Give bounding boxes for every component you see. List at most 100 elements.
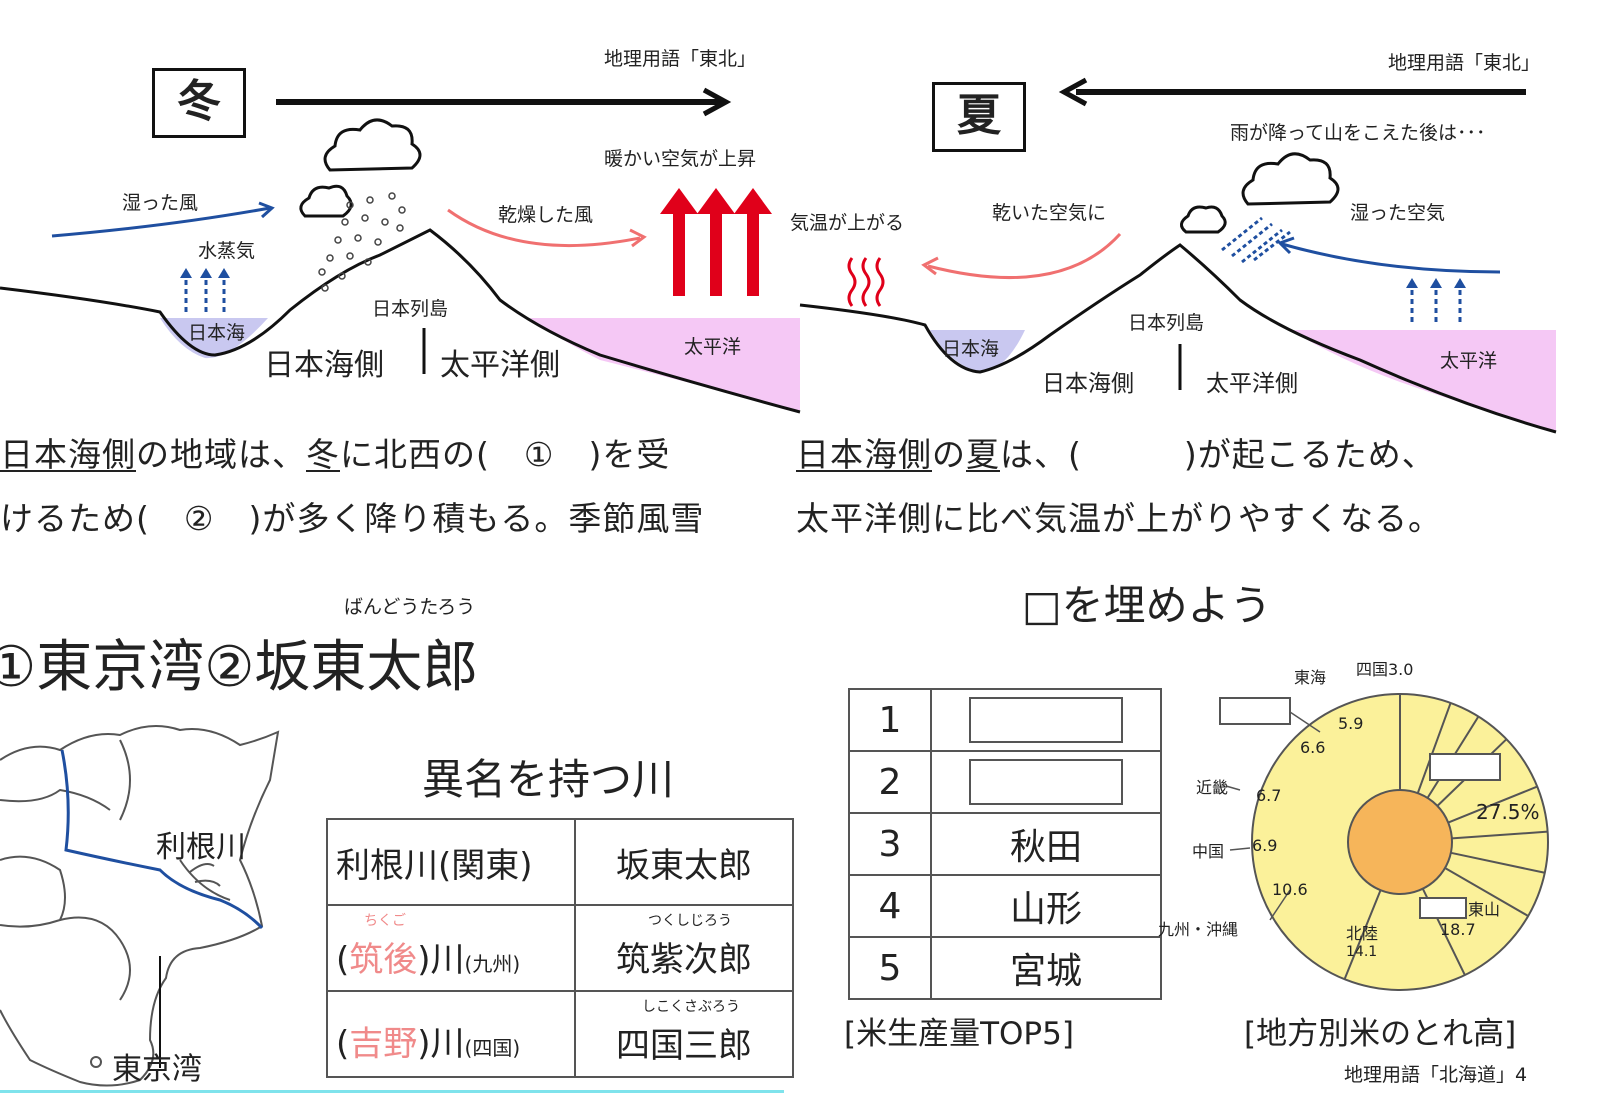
pie-spoke [1451, 830, 1548, 840]
pacific-label: 太平洋 [684, 336, 742, 358]
winter-diagram [0, 87, 801, 414]
rank-cell: 1 [848, 688, 932, 752]
rivers-table-title: 異名を持つ川 [422, 755, 675, 804]
alias-cell: しこくさぶろう 四国三郎 [574, 990, 794, 1078]
footer-label: 地理用語「北海道」4 [1344, 1064, 1528, 1086]
pie-spoke [1343, 889, 1382, 980]
pref-cell: 山形 [930, 874, 1162, 938]
sea-of-japan-label: 日本海 [188, 322, 246, 344]
text-segment: に北西の( ① )を受 [340, 435, 671, 474]
table-row: 1 [848, 688, 1162, 752]
alias-ruby: つくしじろう [648, 913, 732, 929]
answer-blank[interactable] [969, 697, 1123, 743]
pie-value: 6.6 [1300, 738, 1326, 757]
pref-cell: 宮城 [930, 936, 1162, 1000]
pie-value: 18.7 [1440, 920, 1476, 939]
pie-value: 10.6 [1272, 880, 1308, 899]
pref-cell [930, 688, 1162, 752]
divider-line [0, 1090, 784, 1093]
underlined-term: 日本海側 [796, 435, 932, 474]
direction-label: 地理用語「東北」 [604, 48, 757, 70]
river-name: (吉野)川(四国) [336, 1023, 521, 1064]
underlined-season: 夏 [966, 435, 1000, 474]
kanto-map [0, 725, 280, 1087]
rice-heading: □を埋めよう [1022, 581, 1272, 630]
rice-pie-chart [1219, 693, 1549, 991]
answer-blank[interactable] [969, 759, 1123, 805]
summer-diagram [799, 77, 1557, 434]
river-cell: (吉野)川(四国) [326, 990, 576, 1078]
pacific-label: 太平洋 [1440, 350, 1498, 372]
summer-text-line2: 太平洋側に比べ気温が上がりやすくなる。 [796, 499, 1442, 538]
side-japan-label: 日本海側 [1042, 371, 1134, 397]
pie-value-tohoku: 27.5% [1476, 800, 1540, 824]
season-box-summer: 夏 [932, 82, 1026, 152]
rank-cell: 4 [848, 874, 932, 938]
top5-caption: [米生産量TOP5] [844, 1016, 1074, 1052]
alias-cell: 坂東太郎 [574, 818, 794, 906]
pie-label-tokai: 東海 [1294, 668, 1327, 687]
pie-label-chugoku: 中国 [1192, 842, 1225, 861]
rank-cell: 3 [848, 812, 932, 876]
text-segment: の地域は、 [136, 435, 306, 474]
tone-river-label: 利根川 [156, 830, 246, 865]
pie-value: 6.7 [1256, 786, 1282, 805]
tokyo-bay-label: 東京湾 [112, 1052, 202, 1087]
rank-cell: 2 [848, 750, 932, 814]
underlined-term: 日本海側 [0, 435, 136, 474]
direction-label: 地理用語「東北」 [1388, 52, 1541, 74]
warm-air-label: 暖かい空気が上昇 [604, 148, 757, 170]
side-pacific-label: 太平洋側 [440, 348, 560, 383]
wet-wind-label: 湿った風 [122, 192, 199, 214]
river-region: (九州) [464, 951, 521, 976]
winter-text-line2: けるため( ② )が多く降り積もる。季節風雪 [0, 499, 705, 538]
river-cell: 利根川(関東) [326, 818, 576, 906]
pref-cell: 秋田 [930, 812, 1162, 876]
pie-value: 6.9 [1252, 836, 1278, 855]
river-answer: 吉野 [349, 1023, 418, 1064]
answer-ruby: ばんどうたろう [344, 596, 476, 618]
pie-label-hokuriku: 北陸 [1346, 924, 1379, 943]
dry-wind-label: 乾燥した風 [498, 204, 594, 226]
text-segment: の [932, 435, 966, 474]
answer-text: ①東京湾②坂東太郎 [0, 635, 479, 700]
river-cell: ちくご (筑後)川(九州) [326, 904, 576, 992]
rivers-panel: ばんどうたろう ①東京湾②坂東太郎 利根川 東京湾 異名を持つ川 利根川(関東)… [0, 560, 800, 1120]
winter-text-line1: 日本海側の地域は、冬に北西の( ① )を受 [0, 428, 670, 476]
summer-text-line1: 日本海側の夏は、( )が起こるため、 [796, 428, 1436, 476]
river-suffix: )川 [417, 939, 465, 980]
pie-spoke [1416, 702, 1452, 794]
alias-cell: つくしじろう 筑紫次郎 [574, 904, 794, 992]
river-suffix: )川 [417, 1023, 465, 1064]
pie-label-shikoku: 四国3.0 [1356, 660, 1414, 679]
sea-of-japan-label: 日本海 [942, 338, 1000, 360]
vapor-label: 水蒸気 [198, 240, 256, 262]
river-alias: 坂東太郎 [616, 845, 752, 886]
islands-label: 日本列島 [372, 298, 449, 320]
river-region: (四国) [464, 1035, 521, 1060]
river-name: (筑後)川(九州) [336, 939, 521, 980]
islands-label: 日本列島 [1128, 312, 1205, 334]
pie-spokes [1343, 694, 1548, 980]
pie-label-kinki: 近畿 [1196, 778, 1229, 797]
river-answer: 筑後 [349, 939, 418, 980]
pie-label-kyushu: 九州・沖縄 [1158, 920, 1239, 939]
river-name: 利根川(関東) [336, 845, 533, 886]
after-rain-label: 雨が降って山をこえた後は･･･ [1230, 122, 1486, 144]
season-box-winter: 冬 [152, 68, 246, 138]
summer-panel: 夏 地理用語「東北」 雨が降って山をこえた後は･･･ 気温が上がる 乾いた空気に… [790, 0, 1600, 560]
pie-spoke [1450, 851, 1545, 874]
river-ruby: ちくご [364, 913, 406, 929]
river-alias: 筑紫次郎 [616, 939, 752, 980]
pie-value: 14.1 [1346, 944, 1378, 960]
table-row: 利根川(関東) 坂東太郎 [326, 818, 794, 906]
pie-spoke [1444, 867, 1529, 917]
temp-up-label: 気温が上がる [790, 212, 905, 234]
winter-panel: 冬 地理用語「東北」 湿った風 水蒸気 乾燥した風 暖かい空気が上昇 日本海 日… [0, 0, 801, 560]
pref-cell [930, 750, 1162, 814]
text-segment: は、( )が起こるため、 [1000, 435, 1436, 474]
